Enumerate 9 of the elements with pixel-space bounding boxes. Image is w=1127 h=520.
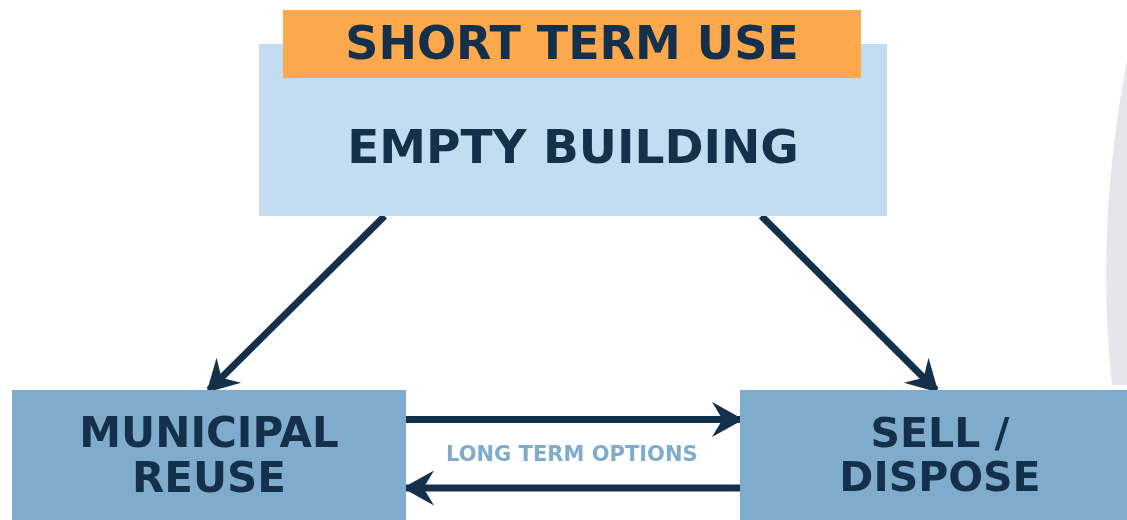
node-label: EMPTY BUILDING	[347, 121, 799, 173]
node-label: SHORT TERM USE	[345, 19, 799, 69]
node-label: MUNICIPAL REUSE	[78, 409, 340, 501]
options-label: LONG TERM OPTIONS	[446, 442, 698, 466]
process-box	[12, 390, 406, 520]
title-banner	[283, 10, 861, 78]
node-label: SELL / DISPOSE	[838, 410, 1042, 500]
process-box	[740, 390, 1127, 520]
process-box	[259, 78, 887, 216]
